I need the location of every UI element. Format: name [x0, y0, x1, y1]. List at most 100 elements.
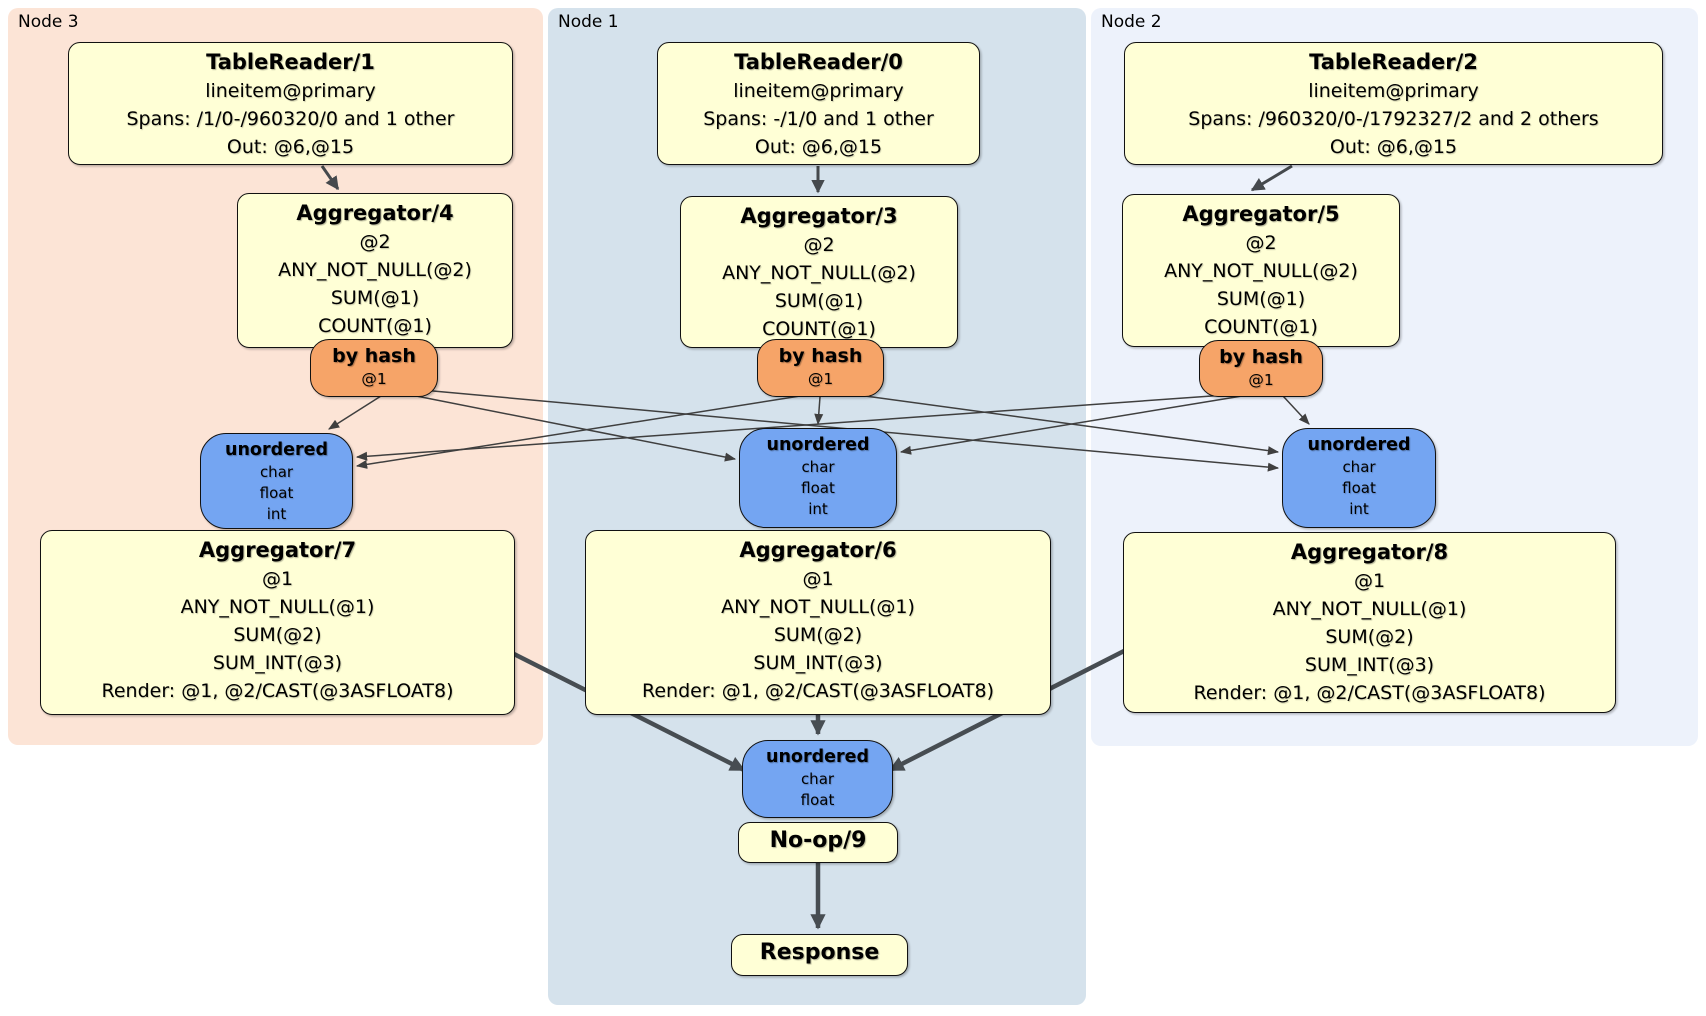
router-details: @1: [758, 369, 883, 389]
sync-unordered-final: unordered char float: [742, 740, 893, 818]
router-details: @1: [311, 369, 437, 389]
sync-details: char float: [743, 769, 892, 811]
sync-title: unordered: [766, 747, 869, 767]
box-line: ANY_NOT_NULL(@2): [1164, 260, 1358, 282]
box-line: COUNT(@1): [762, 318, 876, 340]
sync-title: unordered: [225, 440, 328, 460]
box-line: @1: [807, 370, 834, 388]
edge-hash1-unord1: [814, 396, 824, 426]
box-line: SUM(@2): [773, 624, 863, 646]
operator-title: Aggregator/3: [740, 204, 898, 228]
box-line: int: [266, 505, 287, 523]
edge-hash1-unord2: [842, 392, 1280, 456]
box-line: float: [259, 484, 294, 502]
operator-title: No-op/9: [769, 828, 867, 853]
box-line: @1: [361, 370, 387, 388]
edge-hash3-unord1: [395, 391, 737, 462]
box-line: @2: [803, 234, 835, 256]
box-line: ANY_NOT_NULL(@1): [721, 596, 915, 618]
box-line: float: [801, 479, 835, 497]
operator-title: Aggregator/8: [1290, 540, 1449, 564]
box-line: Spans: /960320/0-/1792327/2 and 2 others: [1188, 108, 1599, 130]
sync-details: char float int: [201, 462, 352, 525]
box-line: Out: @6,@15: [226, 136, 355, 158]
operator-title: TableReader/1: [206, 50, 375, 74]
box-line: @1: [802, 568, 834, 590]
operator-title: Aggregator/4: [296, 201, 454, 225]
box-line: lineitem@primary: [1308, 80, 1479, 102]
box-line: @2: [359, 231, 391, 253]
box-line: char: [1342, 458, 1376, 476]
edge-tr1-agg4: [320, 165, 340, 191]
box-line: SUM_INT(@3): [212, 652, 343, 674]
operator-noop-9: No-op/9: [738, 822, 898, 863]
router-title: by hash: [332, 345, 416, 367]
region-node2-label: Node 2: [1101, 12, 1162, 32]
region-node1-label: Node 1: [558, 12, 619, 32]
box-line: Spans: -/1/0 and 1 other: [703, 108, 934, 130]
edge-hash2-unord3: [355, 393, 1241, 461]
box-line: float: [1342, 479, 1376, 497]
router-by-hash-node1: by hash @1: [757, 339, 884, 397]
router-title: by hash: [778, 345, 863, 367]
box-line: char: [259, 463, 294, 481]
box-line: Out: @6,@15: [754, 136, 883, 158]
box-line: ANY_NOT_NULL(@1): [180, 596, 375, 618]
box-line: COUNT(@1): [318, 315, 432, 337]
region-node3-label: Node 3: [18, 12, 79, 32]
box-line: SUM(@2): [1325, 626, 1414, 648]
box-line: @2: [1245, 232, 1277, 254]
box-line: ANY_NOT_NULL(@1): [1272, 598, 1467, 620]
router-title: by hash: [1219, 346, 1303, 368]
box-line: Render: @1, @2/CAST(@3ASFLOAT8): [101, 680, 454, 702]
box-line: ANY_NOT_NULL(@2): [722, 262, 916, 284]
edge-hash2-unord1: [899, 395, 1243, 455]
box-line: Render: @1, @2/CAST(@3ASFLOAT8): [1193, 682, 1546, 704]
box-line: lineitem@primary: [205, 80, 376, 102]
box-line: ANY_NOT_NULL(@2): [278, 259, 472, 281]
box-line: SUM_INT(@3): [1304, 654, 1435, 676]
operator-title: Aggregator/6: [739, 538, 897, 562]
box-line: SUM(@1): [330, 287, 420, 309]
operator-title: TableReader/0: [734, 50, 903, 74]
sync-unordered-node3: unordered char float int: [200, 433, 353, 529]
box-line: Spans: /1/0-/960320/0 and 1 other: [126, 108, 455, 130]
box-line: int: [1349, 500, 1369, 518]
box-line: SUM(@1): [1216, 288, 1306, 310]
box-line: Render: @1, @2/CAST(@3ASFLOAT8): [642, 680, 994, 702]
box-line: @1: [1353, 570, 1386, 592]
box-line: float: [800, 791, 835, 809]
box-line: lineitem@primary: [733, 80, 904, 102]
sync-unordered-node2: unordered char float int: [1282, 428, 1436, 528]
edge-hash2-unord2: [1282, 395, 1310, 425]
operator-title: Aggregator/7: [198, 538, 357, 562]
box-line: @1: [261, 568, 294, 590]
box-line: COUNT(@1): [1204, 316, 1318, 338]
box-line: SUM(@1): [774, 290, 864, 312]
box-line: char: [801, 458, 835, 476]
box-line: char: [800, 770, 835, 788]
sync-title: unordered: [1307, 435, 1411, 455]
box-line: SUM(@2): [233, 624, 322, 646]
router-by-hash-node2: by hash @1: [1199, 340, 1323, 397]
operator-title: Aggregator/5: [1182, 202, 1340, 226]
response-node: Response: [731, 934, 908, 976]
operator-title: TableReader/2: [1309, 50, 1478, 74]
